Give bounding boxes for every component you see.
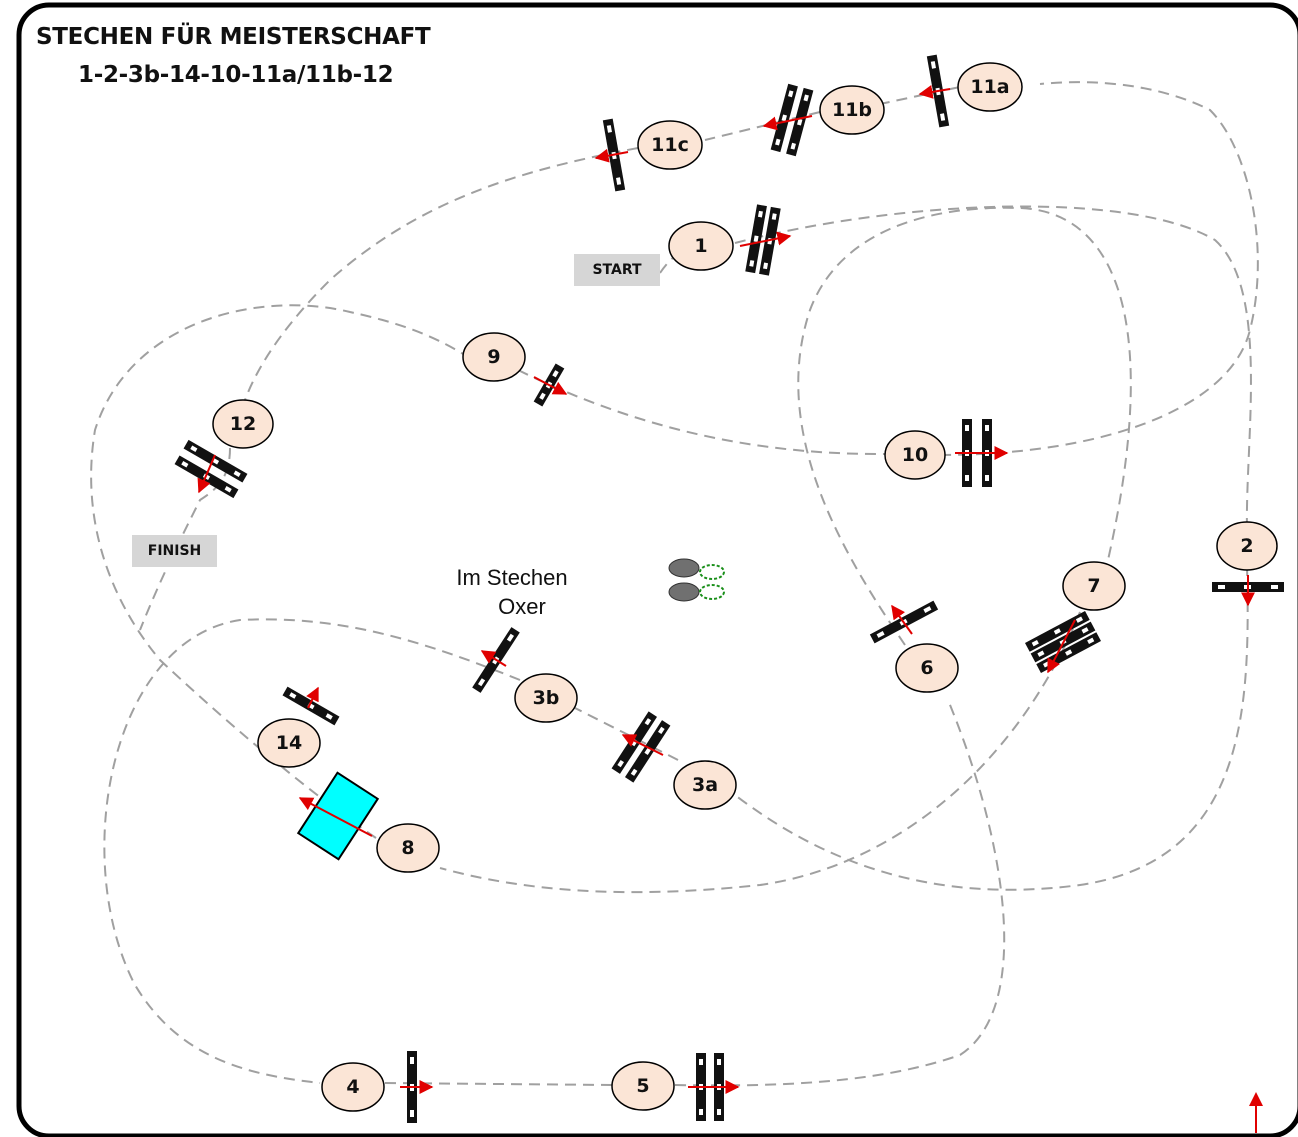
marker-10: 10 [902,444,928,466]
note-line-1: Im Stechen [456,565,568,590]
marker-12-bg [212,399,274,449]
jump-1 [745,204,781,276]
marker-9-bg [462,332,526,382]
north-arrow-icon [1249,1092,1263,1133]
jump-3a [611,711,671,783]
marker-11a-bg [957,62,1023,112]
marker-3b-bg [514,673,578,723]
marker-2: 2 [1240,535,1253,557]
jump-sequence: 1-2-3b-14-10-11a/11b-12 [78,62,394,88]
marker-1: 1 [694,235,707,257]
shrubs-icon [668,558,725,602]
marker-3a-bg [673,760,737,810]
route-path [90,81,1259,1087]
marker-4-bg [321,1062,385,1112]
marker-14-bg [257,718,321,768]
marker-8: 8 [401,837,414,859]
marker-5: 5 [636,1075,649,1097]
marker-11c-bg [637,120,703,170]
finish-label: FINISH [132,535,217,567]
marker-12: 12 [230,413,256,435]
marker-3a: 3a [692,774,718,796]
marker-2-bg [1216,521,1278,571]
marker-11a: 11a [970,76,1009,98]
jump-8-water [296,771,380,861]
marker-6-bg [895,643,959,693]
marker-7-bg [1062,561,1126,611]
marker-14: 14 [276,732,302,754]
marker-3b: 3b [533,687,560,709]
marker-5-bg [611,1061,675,1111]
marker-9: 9 [487,346,500,368]
marker-6: 6 [920,657,933,679]
marker-8-bg [376,823,440,873]
start-label: START [574,254,660,286]
marker-4: 4 [346,1076,359,1098]
marker-11b-bg [819,85,885,135]
marker-10-bg [884,430,946,480]
course-title: STECHEN FÜR MEISTERSCHAFT [36,24,431,50]
marker-1-bg [668,221,734,271]
marker-11c: 11c [651,134,689,156]
marker-7: 7 [1087,575,1100,597]
jump-12 [174,439,248,499]
note-line-2: Oxer [498,594,546,619]
arena-border [16,2,1298,1137]
marker-11b: 11b [832,99,872,121]
